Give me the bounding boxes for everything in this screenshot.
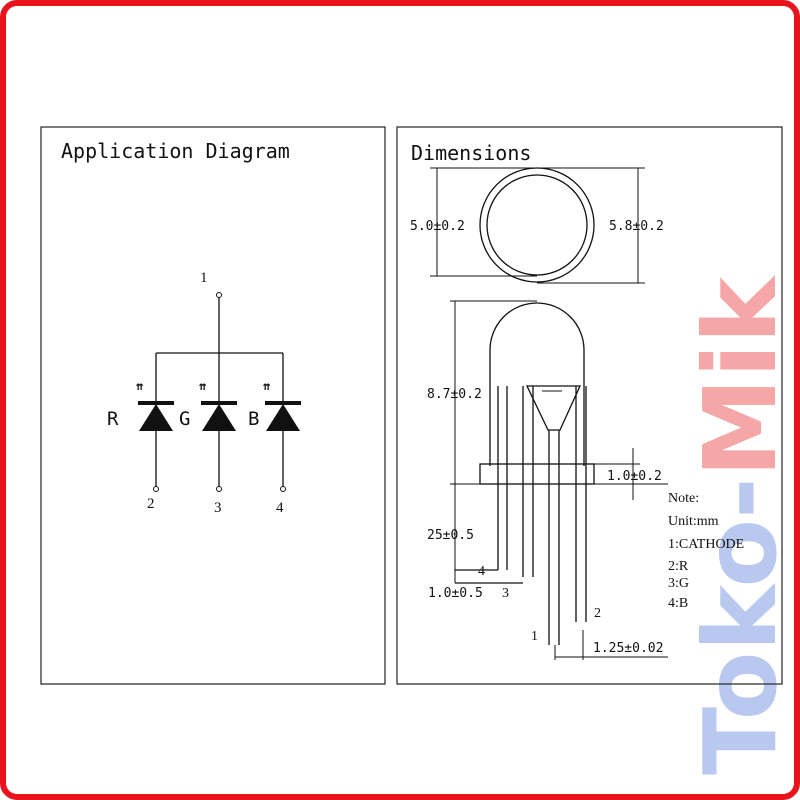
note-item: 2:R	[668, 559, 689, 574]
diode-green: ⇈	[199, 379, 237, 492]
note-item: 1:CATHODE	[668, 537, 744, 552]
lead-3-label: 3	[502, 586, 509, 601]
pin-1-label: 1	[200, 270, 208, 286]
led-side-view: 8.7±0.2 1.0±0.2 25±0.5 1.0±0.5 1.25±0.02…	[427, 300, 668, 660]
application-diagram-panel	[40, 126, 386, 685]
svg-text:⇈: ⇈	[263, 379, 271, 393]
label-g: G	[179, 408, 190, 430]
dimensions-panel	[396, 126, 783, 685]
svg-text:⇈: ⇈	[136, 379, 144, 393]
height-dim: 8.7±0.2	[427, 387, 482, 402]
watermark-part1: Toko-	[682, 477, 799, 775]
pitch-dim: 1.25±0.02	[593, 641, 663, 656]
note-title: Note:	[668, 491, 699, 506]
diode-red: ⇈	[136, 379, 174, 492]
lead-length-dim: 25±0.5	[427, 528, 474, 543]
lead-2-label: 2	[594, 606, 601, 621]
rgb-led-schematic: 1 ⇈ ⇈ ⇈ R G B 2 3 4	[107, 270, 301, 516]
inner-diameter-dim: 5.0±0.2	[410, 219, 465, 234]
dimensions-title: Dimensions	[411, 141, 531, 165]
note-item: 4:B	[668, 596, 688, 611]
label-r: R	[107, 408, 119, 430]
svg-text:Toko-Mik: Toko-Mik	[682, 275, 799, 775]
pin-3-label: 3	[214, 500, 222, 516]
note-unit: Unit:mm	[668, 514, 719, 529]
pin-4-label: 4	[276, 500, 284, 516]
flange-dim: 1.0±0.2	[607, 469, 662, 484]
note-block: Note: Unit:mm 1:CATHODE 2:R 3:G 4:B	[668, 491, 744, 611]
diode-blue: ⇈	[263, 379, 301, 492]
pin-2-label: 2	[147, 496, 155, 512]
lead-4-label: 4	[478, 564, 485, 579]
application-diagram-title: Application Diagram	[61, 139, 290, 163]
led-top-view: 5.0±0.2 5.8±0.2	[410, 167, 664, 284]
outer-diameter-dim: 5.8±0.2	[609, 219, 664, 234]
watermark: Toko-Mik	[682, 275, 799, 775]
label-b: B	[248, 408, 259, 430]
svg-text:⇈: ⇈	[199, 379, 207, 393]
lead-1-label: 1	[531, 629, 538, 644]
lead-offset-dim: 1.0±0.5	[428, 586, 483, 601]
note-item: 3:G	[668, 576, 689, 591]
watermark-part2: Mik	[682, 275, 799, 478]
